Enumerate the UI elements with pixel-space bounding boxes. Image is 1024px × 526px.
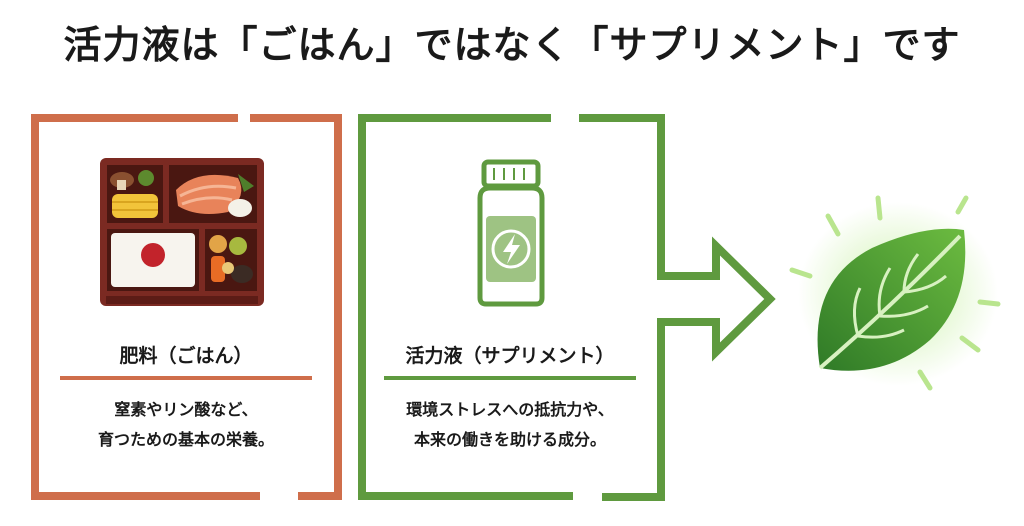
left-desc-line-2: 育つための基本の栄養。: [97, 430, 274, 449]
right-desc-line-2: 本来の働きを助ける成分。: [413, 430, 606, 449]
left-box-label: 肥料（ごはん）: [119, 345, 253, 367]
right-frame: [358, 114, 776, 501]
right-desc-line-1: 環境ストレスへの抵抗力や、: [406, 400, 614, 419]
bento-box-icon: [100, 158, 264, 306]
right-box-label: 活力液（サプリメント）: [405, 345, 615, 367]
supplement-bottle-icon: [477, 159, 545, 307]
right-divider: [384, 376, 636, 380]
right-box-desc: 環境ストレスへの抵抗力や、 本来の働きを助ける成分。: [372, 395, 648, 455]
page-title: 活力液は「ごはん」ではなく「サプリメント」です: [63, 23, 961, 67]
left-frame: [31, 114, 342, 500]
left-desc-line-1: 窒素やリン酸など、: [114, 400, 258, 419]
left-divider: [60, 376, 312, 380]
left-box-desc: 窒素やリン酸など、 育つための基本の栄養。: [60, 395, 312, 455]
glowing-leaf-icon: [789, 195, 1001, 391]
